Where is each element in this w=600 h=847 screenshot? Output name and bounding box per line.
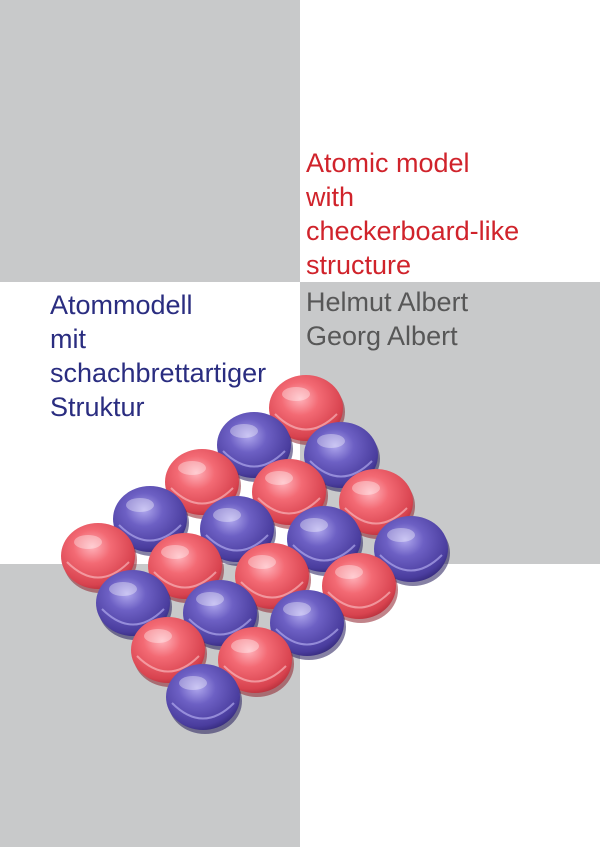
title-german: Atommodell mit schachbrettartiger Strukt… [50, 288, 266, 424]
red-atom [339, 469, 415, 539]
title-english-line: Atomic model [306, 148, 470, 178]
background-gray-block-top-left [0, 0, 300, 282]
title-english-line: checkerboard-like [306, 216, 520, 246]
red-atom [218, 627, 294, 697]
title-german-line: Atommodell [50, 290, 193, 320]
title-english: Atomic model with checkerboard-like stru… [306, 146, 519, 282]
red-atom [269, 375, 345, 445]
blue-atom [270, 590, 346, 660]
blue-atom [287, 506, 363, 576]
title-english-line: with [306, 182, 355, 212]
blue-atom [374, 516, 450, 586]
author-name: Georg Albert [306, 321, 458, 351]
title-english-line: structure [306, 250, 412, 280]
title-german-line: schachbrettartiger [50, 358, 267, 388]
authors: Helmut Albert Georg Albert [306, 285, 468, 353]
red-atom [322, 553, 398, 623]
title-german-line: mit [50, 324, 86, 354]
blue-atom [166, 664, 242, 734]
title-german-line: Struktur [50, 392, 145, 422]
author-name: Helmut Albert [306, 287, 469, 317]
